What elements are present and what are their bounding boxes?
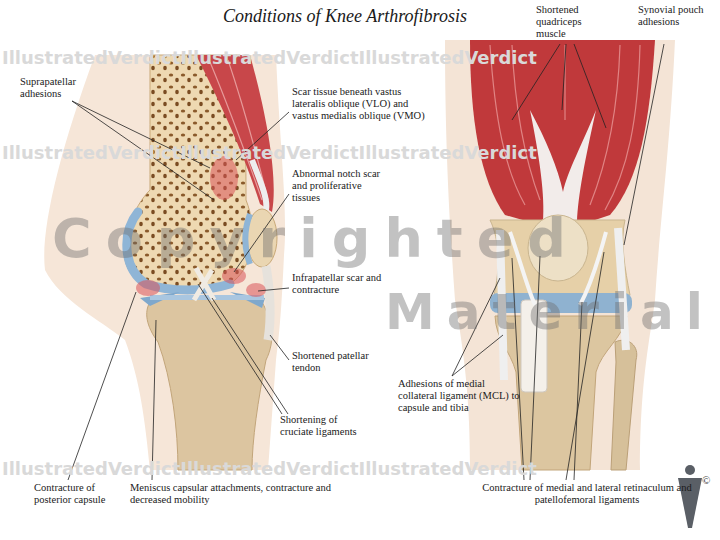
diagram-title: Conditions of Knee Arthrofibrosis xyxy=(190,6,500,27)
cruciate-ligaments xyxy=(194,268,214,300)
copyright-mark: © xyxy=(702,474,710,487)
callout-label: Infrapatellar scar and contracture xyxy=(292,272,384,296)
callout-label: Adhesions of medial collateral ligament … xyxy=(398,378,526,414)
fibula xyxy=(611,340,637,470)
watermark: Material xyxy=(385,284,715,342)
quadriceps-tendon xyxy=(252,160,266,210)
callout-label: Suprapatellar adhesions xyxy=(20,76,98,100)
watermark: IllustratedVerdictIllustratedVerdictIllu… xyxy=(2,48,537,69)
callout-label: Contracture of posterior capsule xyxy=(34,482,128,506)
quadriceps xyxy=(196,55,274,212)
meniscus xyxy=(140,292,265,308)
callout-label: Abnormal notch scar and proliferative ti… xyxy=(292,168,392,204)
callout-label: Scar tissue beneath vastus lateralis obl… xyxy=(292,86,434,122)
callout-label: Meniscus capsular attachments, contractu… xyxy=(130,482,335,506)
watermark: Copyrighted xyxy=(52,208,580,270)
tibia xyxy=(147,296,272,470)
callout-label: Contracture of medial and lateral retina… xyxy=(462,482,712,506)
quadriceps-tendon xyxy=(530,110,596,222)
patellar-tendon xyxy=(266,266,270,340)
callout-label: Shortened quadriceps muscle xyxy=(536,4,608,40)
callout-label: Synovial pouch adhesions xyxy=(638,4,712,28)
callout-label: Shortened patellar tendon xyxy=(292,350,374,374)
callout-label: Shortening of cruciate ligaments xyxy=(280,414,360,438)
watermark: IllustratedVerdictIllustratedVerdictIllu… xyxy=(2,459,537,480)
watermark: IllustratedVerdictIllustratedVerdictIllu… xyxy=(2,143,537,164)
publisher-logo xyxy=(685,465,695,475)
